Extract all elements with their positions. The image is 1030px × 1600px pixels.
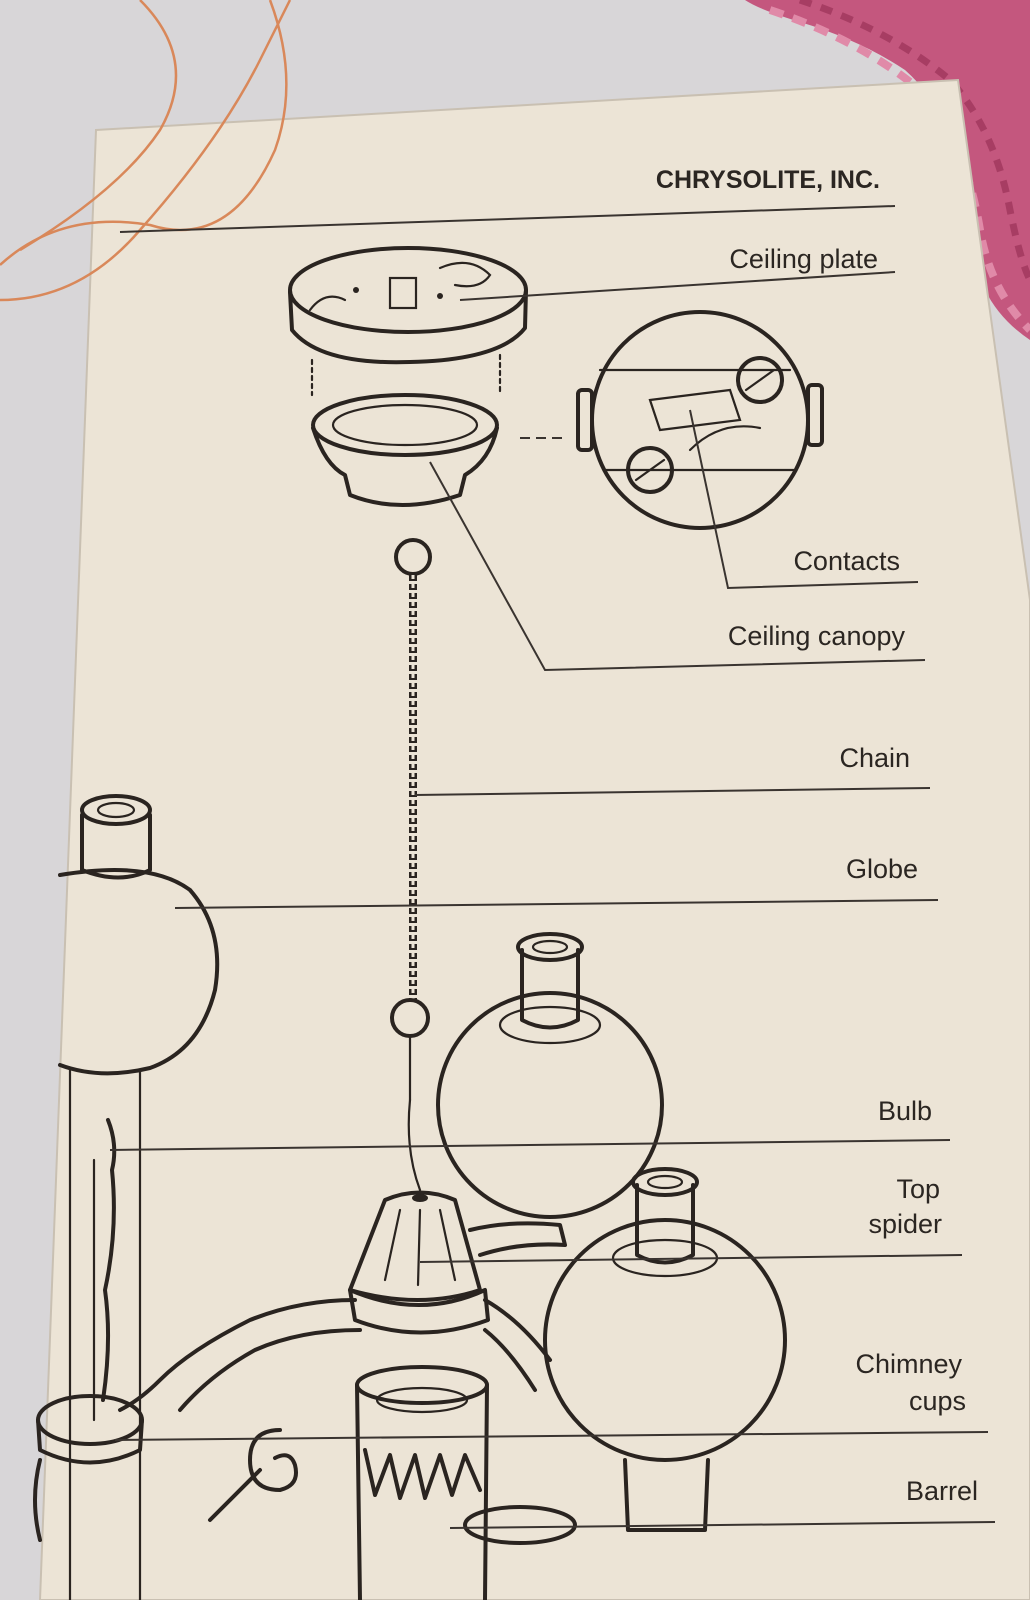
callout-top-spider: Top spider bbox=[419, 1174, 963, 1263]
globe-left-drawing bbox=[58, 794, 220, 1600]
contacts-detail-drawing bbox=[520, 310, 824, 530]
label-ceiling-canopy: Ceiling canopy bbox=[728, 621, 906, 651]
header-rule bbox=[119, 205, 896, 233]
chimney-cup-left-drawing bbox=[33, 1394, 298, 1542]
chain-drawing bbox=[390, 538, 432, 1192]
callout-globe: Globe bbox=[174, 854, 939, 909]
label-bulb: Bulb bbox=[878, 1096, 932, 1126]
callout-ceiling-plate: Ceiling plate bbox=[459, 244, 896, 301]
callout-chain: Chain bbox=[414, 743, 931, 796]
ceiling-canopy-drawing bbox=[311, 393, 499, 507]
label-chimney-cups-line2: cups bbox=[909, 1386, 966, 1416]
label-contacts: Contacts bbox=[793, 546, 900, 576]
label-chain: Chain bbox=[839, 743, 910, 773]
top-spider-drawing bbox=[348, 1190, 567, 1335]
callout-contacts: Contacts bbox=[689, 409, 919, 590]
barrel-drawing bbox=[355, 1365, 577, 1600]
callout-chimney-cups: Chimney cups bbox=[114, 1349, 989, 1441]
copper-wire bbox=[0, 0, 292, 302]
label-top-spider-line1: Top bbox=[896, 1174, 940, 1204]
brand-title: CHRYSOLITE, INC. bbox=[656, 166, 880, 194]
label-barrel: Barrel bbox=[906, 1476, 978, 1506]
paper-sheet bbox=[38, 78, 1030, 1600]
callout-barrel: Barrel bbox=[449, 1476, 996, 1529]
label-ceiling-plate: Ceiling plate bbox=[729, 244, 878, 274]
callout-ceiling-canopy: Ceiling canopy bbox=[429, 461, 926, 672]
label-top-spider-line2: spider bbox=[868, 1209, 942, 1239]
callout-bulb: Bulb bbox=[109, 1096, 951, 1151]
label-chimney-cups-line1: Chimney bbox=[855, 1349, 962, 1379]
label-globe: Globe bbox=[846, 854, 918, 884]
globe-center-drawing bbox=[436, 932, 664, 1219]
bulb-drawing bbox=[92, 1118, 117, 1422]
spider-arms-drawing bbox=[118, 1298, 552, 1412]
ceiling-plate-drawing bbox=[288, 246, 528, 397]
